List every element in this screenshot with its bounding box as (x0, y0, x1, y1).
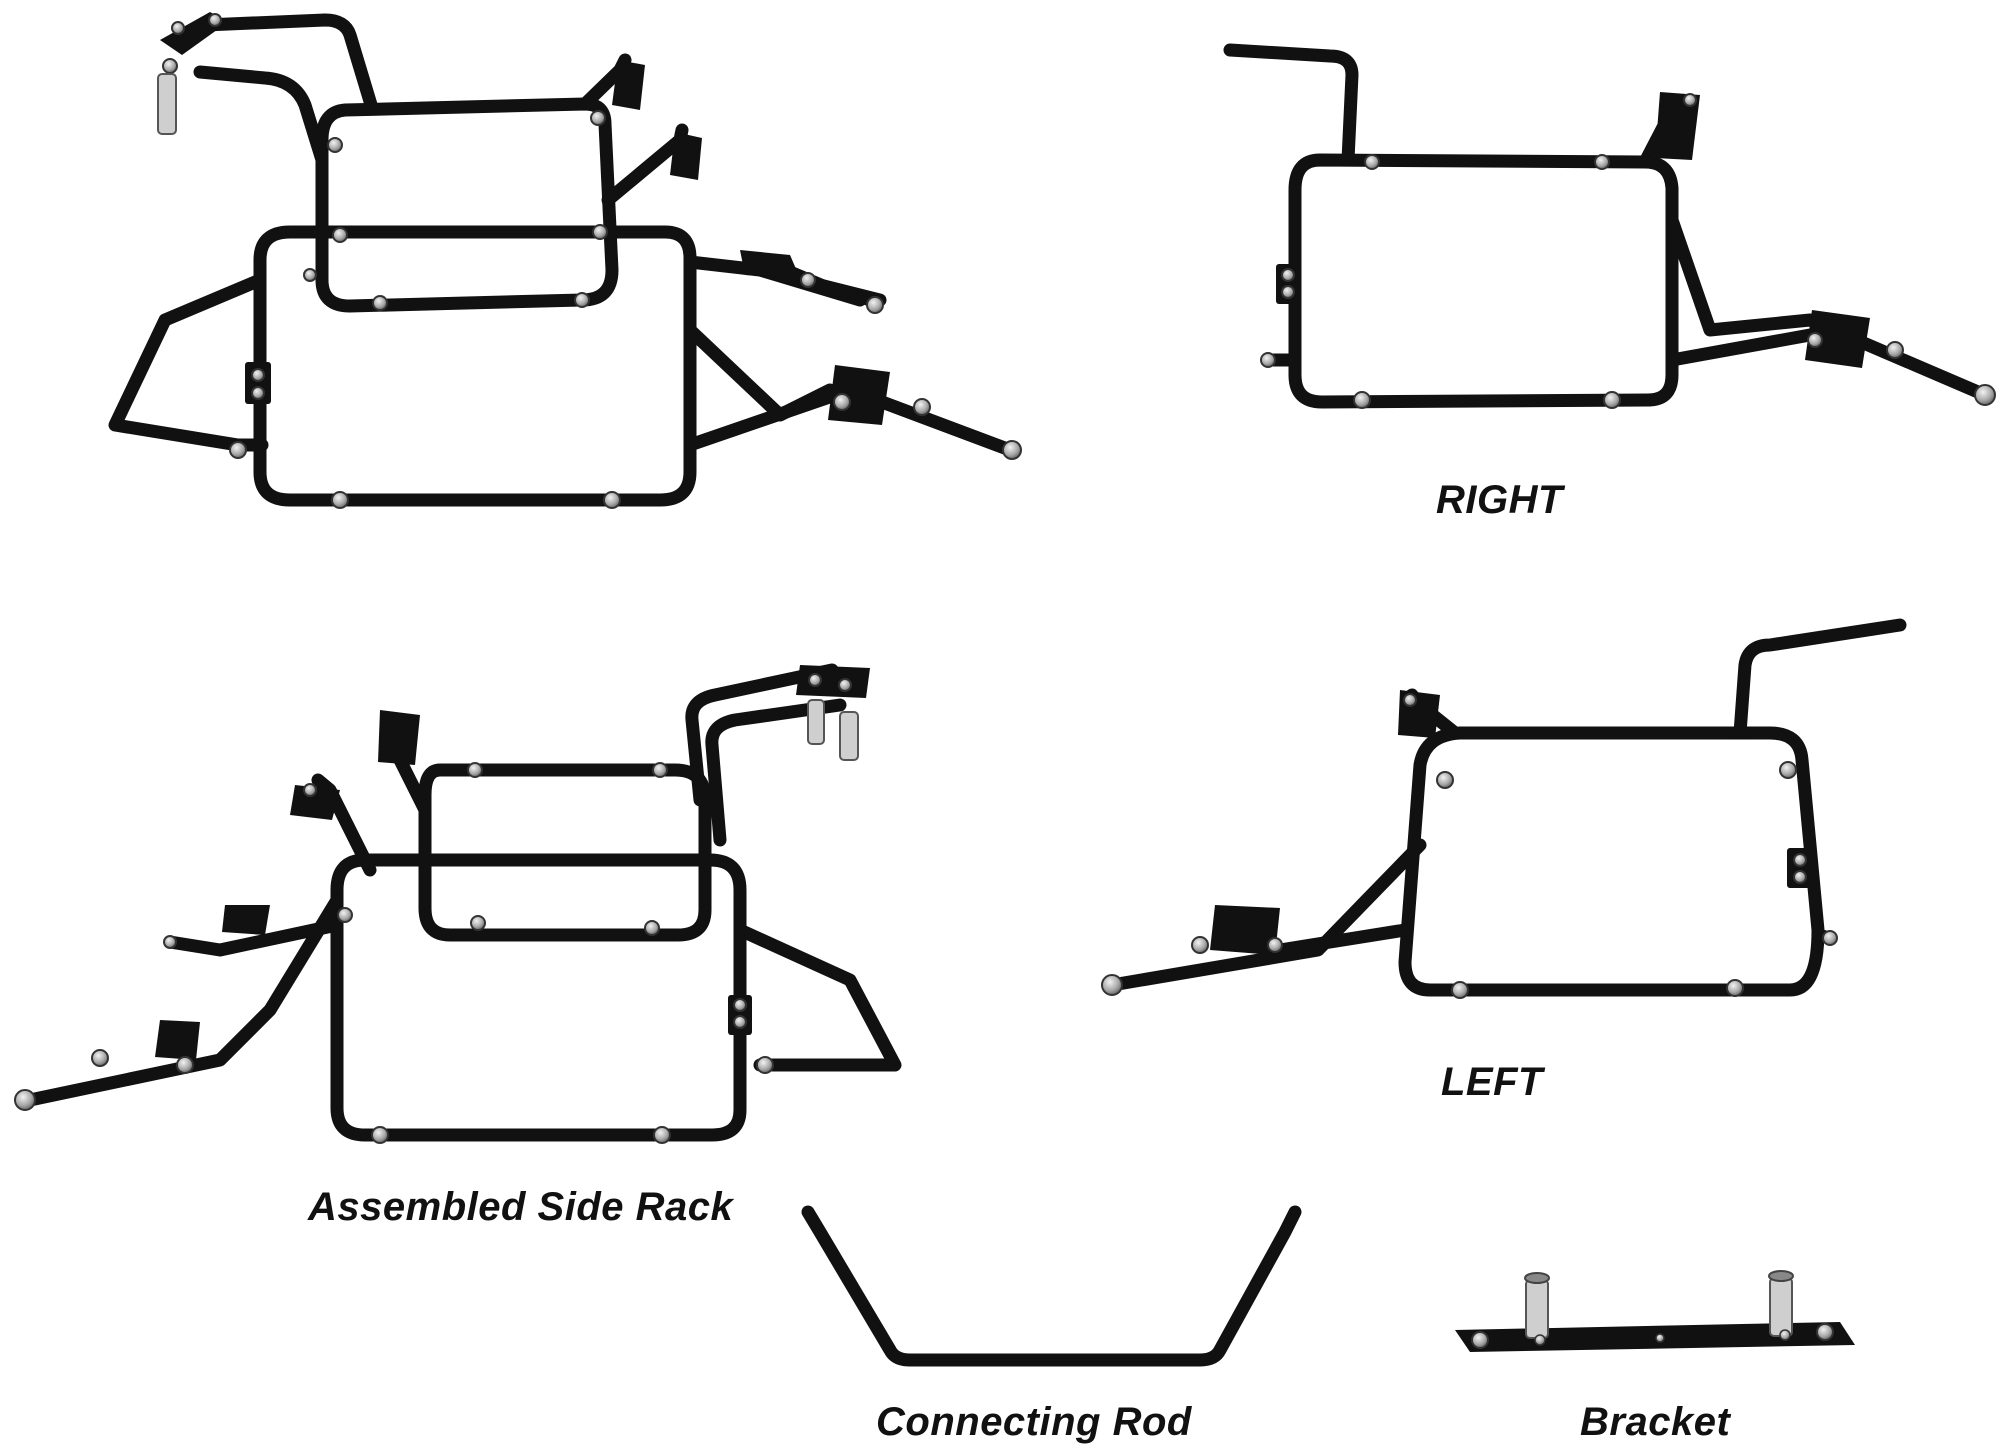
bracket-label: Bracket (1580, 1400, 1731, 1444)
left-frame-label: LEFT (1441, 1060, 1543, 1104)
assembled-side-rack-top-standoffs (157, 73, 177, 135)
assembled-side-rack-bottom-standoffs (807, 699, 859, 761)
assembled-side-rack-top (108, 13, 1017, 507)
bracket (1455, 1270, 1855, 1352)
right-frame-bolts (1260, 93, 1996, 409)
left-frame (1105, 618, 1907, 997)
assembled-side-rack-bottom-bolts (14, 673, 852, 1144)
connecting-rod (801, 1205, 1302, 1367)
connecting-rod-label: Connecting Rod (876, 1400, 1192, 1444)
assembled-side-rack-bottom (23, 663, 902, 1142)
left-frame-bolts (1101, 693, 1838, 999)
assembled-side-rack-label: Assembled Side Rack (308, 1185, 734, 1229)
assembled-side-rack-top-bolts (162, 13, 1022, 509)
right-frame-label: RIGHT (1436, 478, 1563, 522)
right-frame (1223, 43, 1992, 409)
